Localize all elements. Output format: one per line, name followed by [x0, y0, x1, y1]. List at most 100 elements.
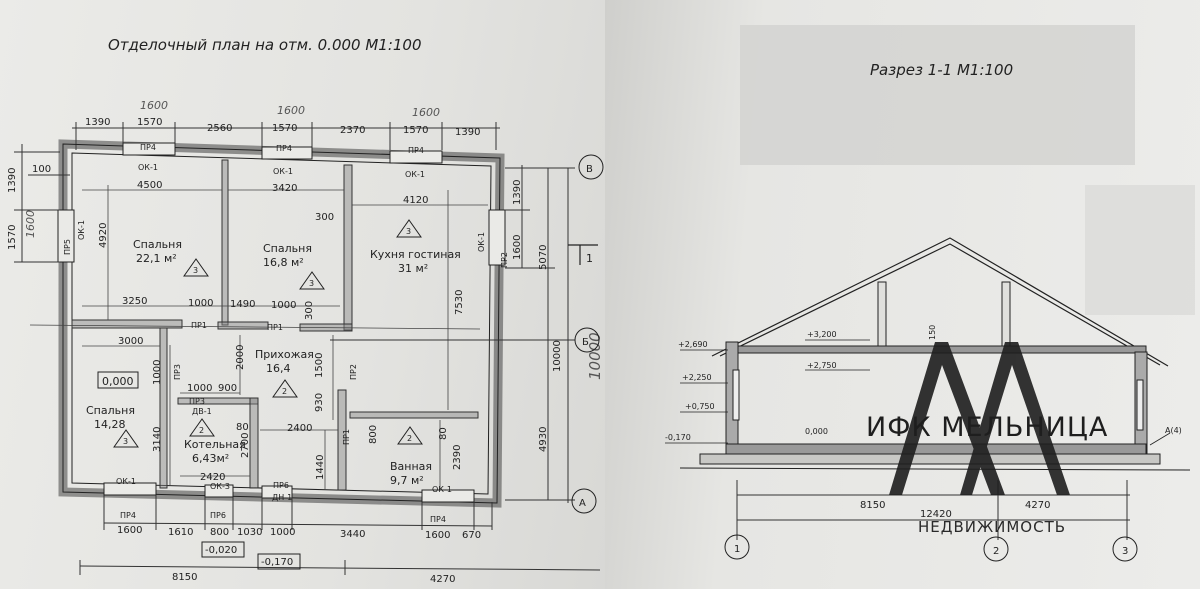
opening-label: ОК-1 — [77, 220, 86, 240]
room-hallway: Прихожая 16,4 2 — [255, 348, 314, 398]
room-boiler: Котельная 6,43м² 2 — [184, 418, 246, 465]
dim-label: 1000 — [187, 383, 212, 394]
section-title: Разрез 1-1 М1:100 — [870, 61, 1013, 79]
level-label: +0,750 — [685, 402, 715, 411]
opening-label: ПР4 — [430, 515, 446, 524]
grid-axis-v: В — [578, 154, 604, 180]
level-label: +2,250 — [682, 373, 712, 382]
dim-label: 1570 — [272, 123, 297, 134]
outer-walls — [58, 139, 505, 508]
opening-label: ОК-1 — [116, 477, 136, 486]
room-area: 16,8 м² — [263, 256, 304, 269]
opening-label: ДВ-1 — [192, 407, 212, 416]
section-foundation — [679, 443, 1191, 471]
dim-label: 80 — [438, 427, 449, 440]
room-area: 9,7 м² — [390, 474, 424, 487]
handwritten-note: 1600 — [140, 99, 168, 112]
dim-label: 1570 — [403, 125, 428, 136]
dim-label: 1030 — [237, 527, 262, 538]
faded-lower-block — [1085, 185, 1195, 315]
grid-axis-a: А — [571, 488, 597, 514]
room-name: Кухня гостиная — [370, 248, 461, 261]
dim-label: 1610 — [168, 527, 193, 538]
room-bedroom-1: Спальня 22,1 м² 3 — [133, 238, 209, 277]
dim-label: 4500 — [137, 180, 162, 191]
level-mark-box — [97, 371, 139, 389]
watermark-subtitle: НЕДВИЖИМОСТЬ — [918, 518, 1066, 536]
dim-label: 3420 — [272, 183, 297, 194]
opening-label: ПР1 — [342, 429, 351, 445]
opening-label: ПР1 — [191, 321, 207, 330]
opening-label: ПР3 — [173, 364, 182, 380]
grid-axis-label: В — [586, 164, 593, 175]
room-name: Ванная — [390, 460, 432, 473]
section-axis-3: 3 — [1112, 536, 1138, 562]
dim-label: 8150 — [172, 572, 197, 583]
dim-label: 300 — [304, 301, 315, 320]
opening-label: ОК-1 — [477, 232, 486, 252]
dim-label: 1390 — [512, 180, 523, 205]
level-label: +2,690 — [678, 340, 708, 349]
axis-label: 3 — [1122, 546, 1128, 557]
level-label: -0,170 — [665, 433, 691, 442]
dim-label: 1000 — [188, 298, 213, 309]
dim-label: 4270 — [1025, 500, 1050, 511]
dim-label: 1000 — [271, 300, 296, 311]
dim-label: 900 — [218, 383, 237, 394]
finish-type-number: 3 — [123, 437, 128, 446]
window-openings — [57, 142, 506, 503]
room-name: Спальня — [263, 242, 312, 255]
grid-axis-label: А — [579, 498, 586, 509]
room-bedroom-2: Спальня 16,8 м² 3 — [263, 242, 325, 290]
finish-type-number: 2 — [282, 387, 287, 396]
dim-label: 930 — [314, 393, 325, 412]
room-bathroom: Ванная 9,7 м² 2 — [390, 426, 432, 487]
room-area: 6,43м² — [192, 452, 229, 465]
bottom-dimension-values: ПР4 ПР6 ПР4 1600 1610 800 1030 1000 3440… — [117, 511, 481, 585]
level-label: +3,200 — [807, 330, 837, 339]
room-area: 31 м² — [398, 262, 428, 275]
opening-label: ОК-3 — [210, 482, 230, 491]
room-name: Спальня — [133, 238, 182, 251]
opening-label: ПР3 — [189, 397, 205, 406]
dim-label: 80 — [236, 422, 249, 433]
dim-label: 12420 — [920, 509, 952, 520]
finish-type-number: 2 — [407, 434, 412, 443]
dim-label: 300 — [315, 212, 334, 223]
opening-label: ПР4 — [276, 144, 292, 153]
right-dimension-chain — [330, 165, 575, 503]
room-name: Котельная — [184, 438, 246, 451]
dim-label: 4920 — [98, 223, 109, 248]
dim-label: 670 — [462, 530, 481, 541]
dim-label: 2370 — [340, 125, 365, 136]
handwritten-note: 1600 — [412, 106, 440, 119]
axis-label: 2 — [993, 546, 999, 557]
dim-label: 3140 — [152, 427, 163, 452]
outside-level-box — [201, 541, 245, 558]
dim-label: 3250 — [122, 296, 147, 307]
dim-label: 2400 — [287, 423, 312, 434]
level-label: +2,750 — [807, 361, 837, 370]
finish-type-number: 2 — [199, 426, 204, 435]
outside-level-box — [257, 553, 301, 570]
dim-label: 2560 — [207, 123, 232, 134]
opening-label: ПР6 — [273, 481, 289, 490]
dim-label: 1390 — [455, 127, 480, 138]
room-name: Прихожая — [255, 348, 314, 361]
dim-label: 1390 — [7, 168, 18, 193]
callout-label: А(4) — [1165, 426, 1182, 435]
dim-label: 1600 — [512, 235, 523, 260]
grid-axis-label: Б — [582, 337, 589, 348]
opening-label: ОК-1 — [432, 485, 452, 494]
opening-label: ПР4 — [140, 143, 156, 152]
faded-facade-block — [740, 25, 1135, 165]
room-bedroom-3: Спальня 14,28 3 — [86, 404, 139, 448]
axis-label: 1 — [734, 544, 740, 555]
handwritten-note: 1600 — [24, 210, 37, 238]
dim-label: 1570 — [7, 225, 18, 250]
section-axis-2: 2 — [983, 536, 1009, 562]
room-area: 16,4 — [266, 362, 291, 375]
opening-label: ПР2 — [500, 252, 509, 268]
dim-label: 800 — [210, 527, 229, 538]
